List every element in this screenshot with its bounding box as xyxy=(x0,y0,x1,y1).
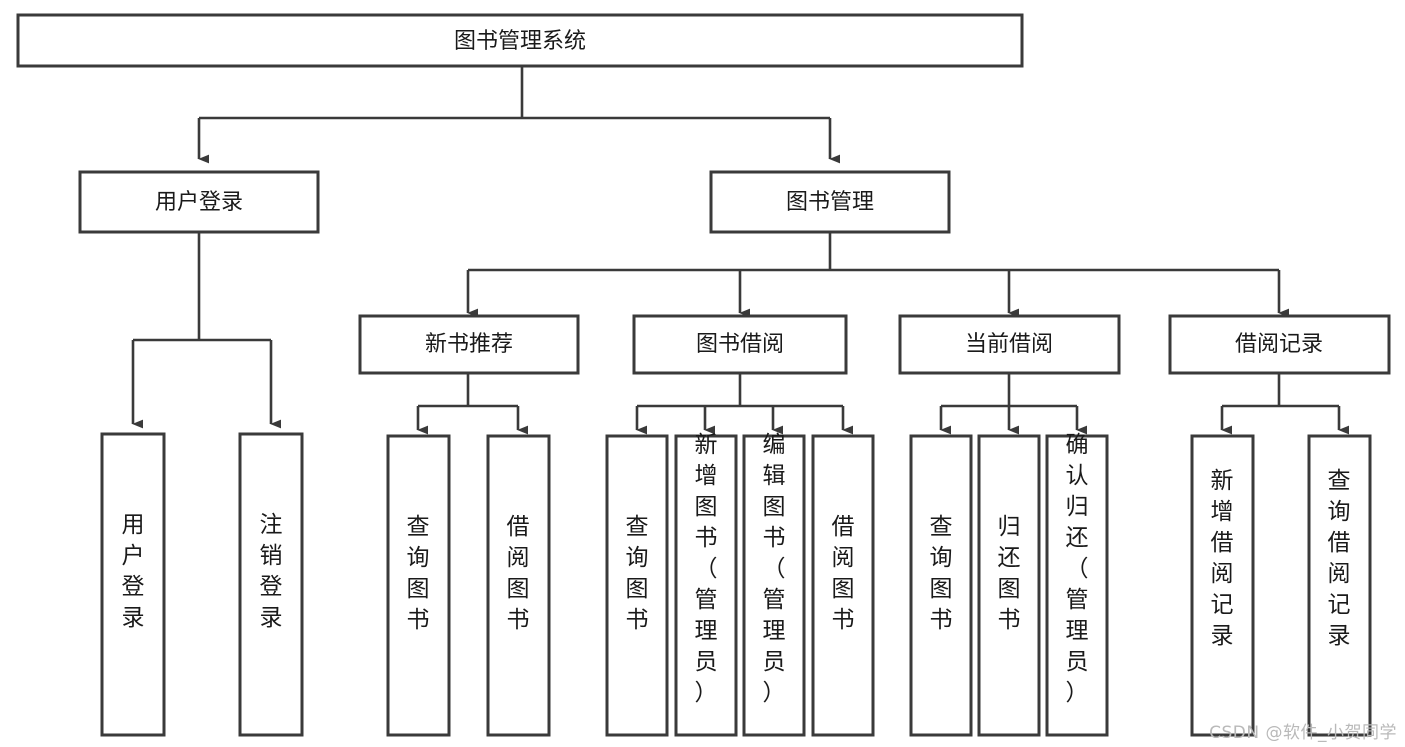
node-leaf-logout-label: 注销登录 xyxy=(260,512,283,631)
node-leaf-user-login-box[interactable] xyxy=(100,432,166,737)
node-leaf-query-book-3-box[interactable] xyxy=(909,434,973,737)
node-root-label: 图书管理系统 xyxy=(454,29,586,54)
node-leaf-query-book-3-label: 查询图书 xyxy=(930,514,953,633)
node-leaf-add-book[interactable]: 新增图书（管理员） xyxy=(674,432,738,737)
node-leaf-edit-book[interactable]: 编辑图书（管理员） xyxy=(742,432,806,737)
node-root[interactable]: 图书管理系统 xyxy=(16,13,1024,68)
node-leaf-borrow-book-1[interactable]: 借阅图书 xyxy=(486,434,551,737)
node-leaf-confirm-return-label: 确认归还（管理员） xyxy=(1066,432,1089,706)
node-leaf-query-book-1-label: 查询图书 xyxy=(407,514,430,633)
node-leaf-confirm-return[interactable]: 确认归还（管理员） xyxy=(1045,432,1109,737)
node-book-manage-box[interactable] xyxy=(709,170,951,234)
node-leaf-query-book-3[interactable]: 查询图书 xyxy=(909,434,973,737)
node-current-borrow-box[interactable] xyxy=(898,314,1121,375)
node-user-login-box[interactable] xyxy=(78,170,320,234)
node-leaf-user-login[interactable]: 用户登录 xyxy=(100,432,166,737)
edges-layer xyxy=(131,66,1350,435)
node-leaf-return-book-box[interactable] xyxy=(977,434,1041,737)
node-book-manage-label: 图书管理 xyxy=(786,190,874,215)
node-book-borrow[interactable]: 图书借阅 xyxy=(632,314,848,375)
node-leaf-user-login-label: 用户登录 xyxy=(122,512,145,631)
node-leaf-borrow-book-2-box[interactable] xyxy=(811,434,875,737)
node-borrow-record-label: 借阅记录 xyxy=(1235,332,1323,357)
node-leaf-edit-book-label: 编辑图书（管理员） xyxy=(763,432,786,706)
node-leaf-add-record-label: 新增借阅记录 xyxy=(1211,468,1234,649)
node-leaf-query-book-2-label: 查询图书 xyxy=(626,514,649,633)
node-new-book-recommend[interactable]: 新书推荐 xyxy=(358,314,580,375)
node-leaf-borrow-book-1-label: 借阅图书 xyxy=(507,514,530,633)
node-new-book-recommend-box[interactable] xyxy=(358,314,580,375)
node-borrow-record-box[interactable] xyxy=(1168,314,1391,375)
node-book-manage[interactable]: 图书管理 xyxy=(709,170,951,234)
node-leaf-query-book-2[interactable]: 查询图书 xyxy=(605,434,669,737)
node-book-borrow-box[interactable] xyxy=(632,314,848,375)
node-leaf-borrow-book-2[interactable]: 借阅图书 xyxy=(811,434,875,737)
node-leaf-add-book-box[interactable] xyxy=(674,434,738,737)
node-book-borrow-label: 图书借阅 xyxy=(696,332,784,357)
node-root-box[interactable] xyxy=(16,13,1024,68)
node-current-borrow-label: 当前借阅 xyxy=(965,332,1053,357)
node-leaf-query-book-1-box[interactable] xyxy=(386,434,451,737)
node-user-login-label: 用户登录 xyxy=(155,190,243,215)
node-leaf-query-record[interactable]: 查询借阅记录 xyxy=(1307,434,1372,737)
node-leaf-query-book-1[interactable]: 查询图书 xyxy=(386,434,451,737)
node-leaf-add-record-box[interactable] xyxy=(1190,434,1255,737)
node-user-login[interactable]: 用户登录 xyxy=(78,170,320,234)
node-leaf-borrow-book-2-label: 借阅图书 xyxy=(832,514,855,633)
node-leaf-edit-book-box[interactable] xyxy=(742,434,806,737)
node-current-borrow[interactable]: 当前借阅 xyxy=(898,314,1121,375)
node-leaf-logout[interactable]: 注销登录 xyxy=(238,432,304,737)
node-leaf-query-record-label: 查询借阅记录 xyxy=(1328,468,1351,649)
node-leaf-logout-box[interactable] xyxy=(238,432,304,737)
node-leaf-add-book-label: 新增图书（管理员） xyxy=(695,432,718,706)
node-leaf-return-book[interactable]: 归还图书 xyxy=(977,434,1041,737)
node-leaf-return-book-label: 归还图书 xyxy=(998,514,1021,633)
node-leaf-add-record[interactable]: 新增借阅记录 xyxy=(1190,434,1255,737)
node-leaf-borrow-book-1-box[interactable] xyxy=(486,434,551,737)
node-new-book-recommend-label: 新书推荐 xyxy=(425,332,513,357)
node-leaf-confirm-return-box[interactable] xyxy=(1045,434,1109,737)
node-borrow-record[interactable]: 借阅记录 xyxy=(1168,314,1391,375)
node-leaf-query-book-2-box[interactable] xyxy=(605,434,669,737)
node-leaf-query-record-box[interactable] xyxy=(1307,434,1372,737)
